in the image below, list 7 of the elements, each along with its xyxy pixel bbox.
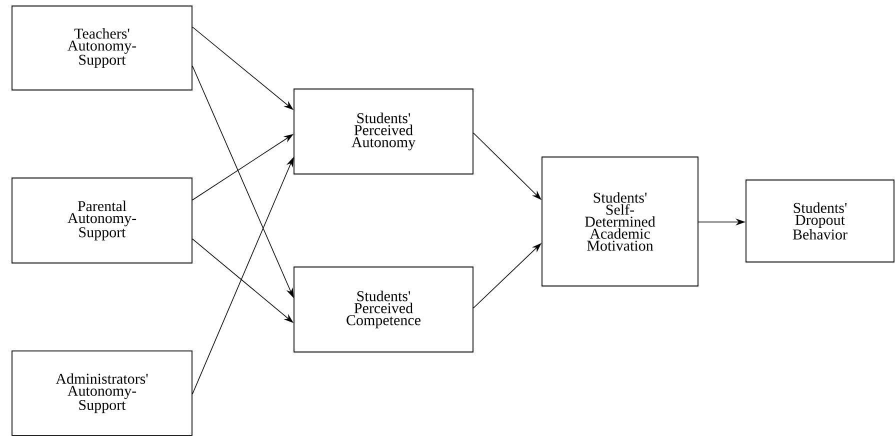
process-box: Students' Dropout Behavior (746, 180, 894, 262)
process-box: Administrators' Autonomy-Support (12, 350, 192, 436)
process-box: Students' Self-Determined Academic Motivation (542, 156, 698, 286)
process-box: Teachers' Autonomy-Support (12, 6, 192, 90)
process-box: Students' Perceived Autonomy (294, 88, 474, 174)
process-box: Students' Perceived Competence (294, 266, 474, 352)
process-box: Parental Autonomy-Support (12, 178, 192, 264)
